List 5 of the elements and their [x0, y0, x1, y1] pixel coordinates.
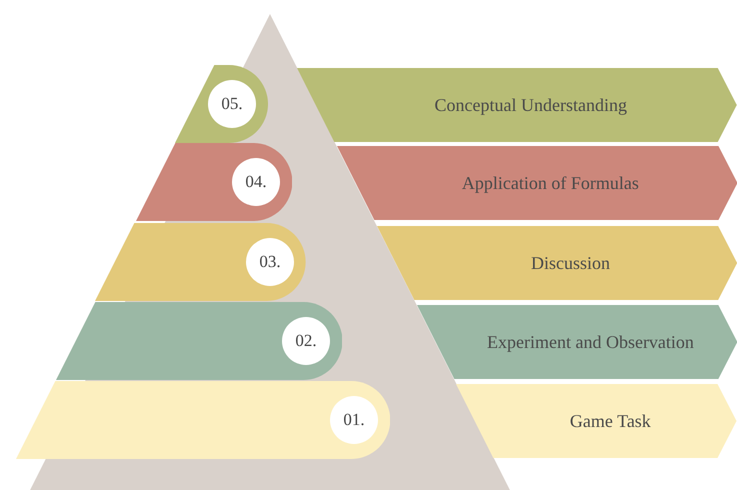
step-label: Application of Formulas [462, 172, 639, 195]
step-label: Game Task [570, 410, 651, 432]
step-label: Experiment and Observation [486, 330, 694, 354]
step-label: Discussion [531, 252, 610, 274]
step-label: Conceptual Understanding [434, 94, 627, 117]
